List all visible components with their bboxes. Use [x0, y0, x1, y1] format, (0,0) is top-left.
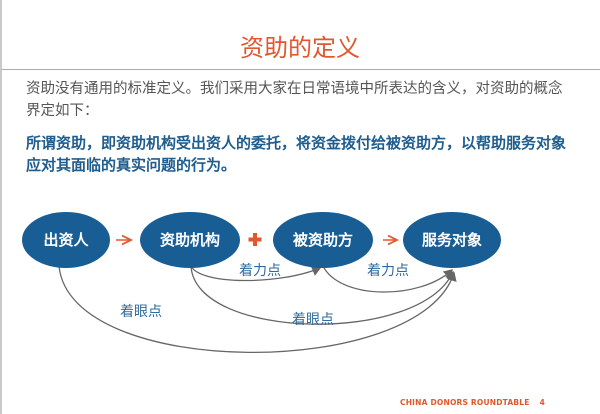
curve-focus-2	[322, 265, 453, 293]
node-label: 服务对象	[422, 231, 482, 249]
definition-text: 所谓资助，即资助机构受出资人的委托，将资金拨付给被资助方，以帮助服务对象应对其面…	[26, 134, 567, 174]
node-beneficiary	[403, 212, 501, 268]
viewpoint-label: 着眼点	[292, 312, 334, 328]
title-divider	[2, 69, 600, 70]
node-label: 出资人	[43, 231, 89, 249]
slide-border	[0, 0, 2, 414]
plus-icon	[248, 233, 262, 246]
footer: CHINA DONORS ROUNDTABLE 4	[400, 398, 545, 407]
node-funder	[22, 212, 110, 268]
viewpoint-label: 着眼点	[120, 304, 162, 320]
intro-text: 资助没有通用的标准定义。我们采用大家在日常语境中所表达的含义，对资助的概念界定如…	[26, 81, 563, 119]
node-label: 资助机构	[160, 231, 220, 249]
footer-org: CHINA DONORS ROUNDTABLE	[400, 398, 530, 407]
node-label: 被资助方	[293, 231, 353, 249]
focus-label: 着力点	[367, 263, 409, 279]
page-number: 4	[539, 398, 546, 407]
node-foundation	[140, 212, 240, 268]
focus-label: 着力点	[239, 263, 281, 279]
curve-focus-1	[190, 265, 322, 282]
curve-view-2	[190, 265, 455, 325]
curve-view-1	[58, 265, 457, 353]
slide-title: 资助的定义	[240, 34, 360, 62]
node-grantee	[273, 212, 373, 268]
